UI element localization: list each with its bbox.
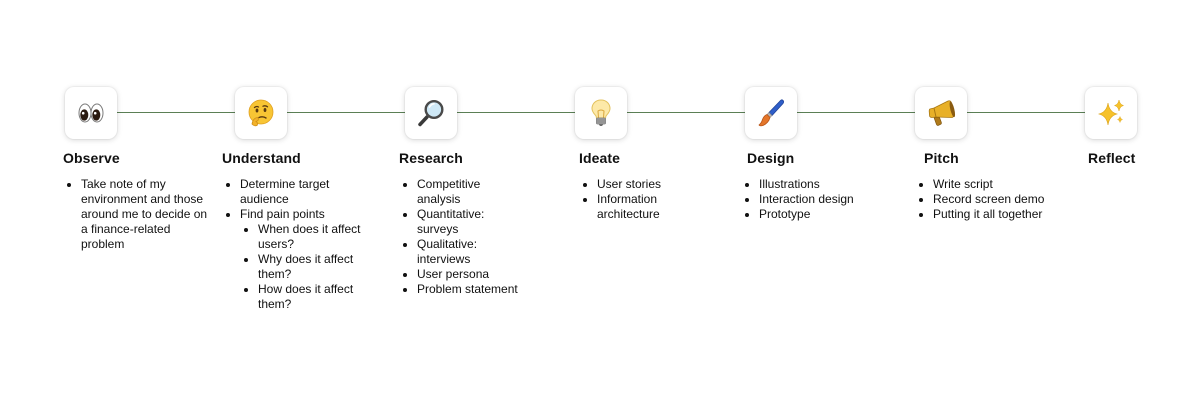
- light-bulb-icon: [585, 97, 617, 129]
- step-ideate-title: Ideate: [579, 150, 621, 166]
- step-understand-tile: [235, 87, 287, 139]
- step-research-bullets: Competitive analysis Quantitative: surve…: [399, 177, 527, 297]
- step-design-tile: [745, 87, 797, 139]
- step-pitch-bullets: Write script Record screen demo Putting …: [915, 177, 1048, 222]
- step-design-bullets: Illustrations Interaction design Prototy…: [741, 177, 874, 222]
- bullet-item: Quantitative: surveys: [417, 207, 527, 237]
- step-research-title: Research: [399, 150, 463, 166]
- step-pitch-tile: [915, 87, 967, 139]
- bullet-item: Interaction design: [759, 192, 874, 207]
- sub-bullet-item: When does it affect users?: [258, 222, 370, 252]
- bullet-item: Take note of my environment and those ar…: [81, 177, 211, 252]
- sub-bullet-item: How does it affect them?: [258, 282, 370, 312]
- bullet-item: Prototype: [759, 207, 874, 222]
- bullet-item: Qualitative: interviews: [417, 237, 527, 267]
- step-reflect-tile: [1085, 87, 1137, 139]
- bullet-text: Find pain points: [240, 207, 325, 221]
- thinking-face-icon: [245, 97, 277, 129]
- bullet-item: Determine target audience: [240, 177, 370, 207]
- bullet-item: Problem statement: [417, 282, 527, 297]
- bullet-item: Competitive analysis: [417, 177, 527, 207]
- bullet-item: User stories: [597, 177, 707, 192]
- step-ideate-tile: [575, 87, 627, 139]
- bullet-item: Illustrations: [759, 177, 874, 192]
- step-observe-tile: [65, 87, 117, 139]
- step-reflect-title: Reflect: [1088, 150, 1136, 166]
- step-research-tile: [405, 87, 457, 139]
- bullet-item: Record screen demo: [933, 192, 1048, 207]
- eyes-icon: [75, 97, 107, 129]
- step-design-title: Design: [747, 150, 795, 166]
- step-pitch-title: Pitch: [924, 150, 959, 166]
- bullet-item: Information architecture: [597, 192, 707, 222]
- megaphone-icon: [925, 97, 957, 129]
- paintbrush-icon: [755, 97, 787, 129]
- step-observe-title: Observe: [63, 150, 120, 166]
- step-ideate-bullets: User stories Information architecture: [579, 177, 707, 222]
- bullet-item: Write script: [933, 177, 1048, 192]
- step-understand-title: Understand: [222, 150, 301, 166]
- bullet-item: Find pain points When does it affect use…: [240, 207, 370, 312]
- step-observe-bullets: Take note of my environment and those ar…: [63, 177, 211, 252]
- sparkles-icon: [1095, 97, 1127, 129]
- sub-bullet-item: Why does it affect them?: [258, 252, 370, 282]
- sub-bullets: When does it affect users? Why does it a…: [240, 222, 370, 312]
- step-understand-bullets: Determine target audience Find pain poin…: [222, 177, 370, 312]
- bullet-item: Putting it all together: [933, 207, 1048, 222]
- bullet-item: User persona: [417, 267, 527, 282]
- magnifying-glass-icon: [415, 97, 447, 129]
